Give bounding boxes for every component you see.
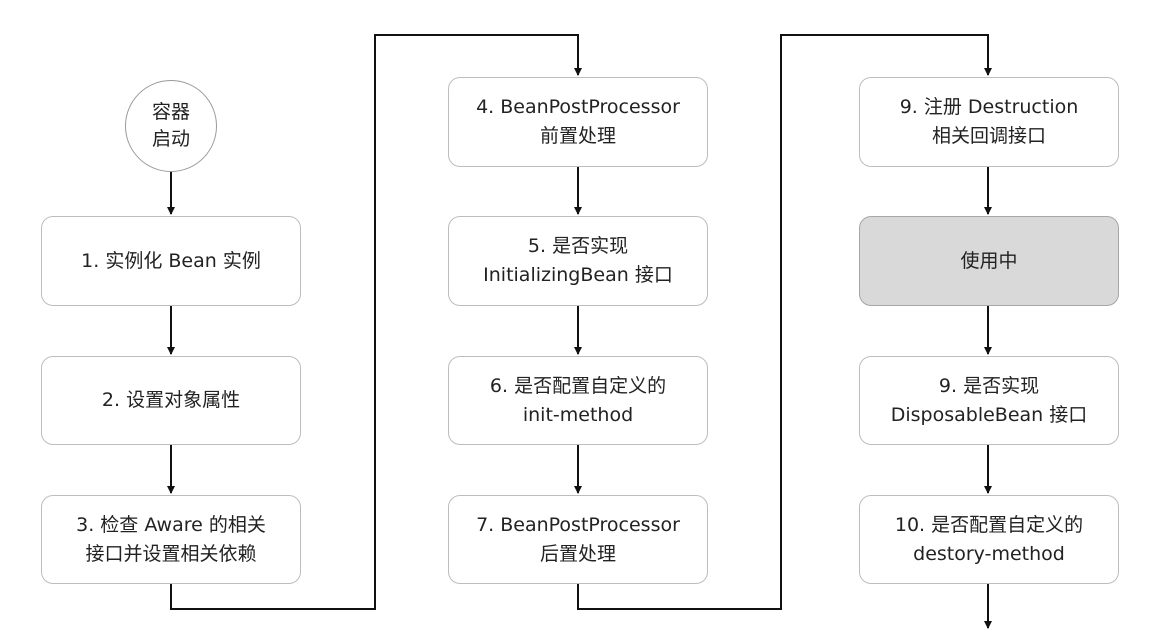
in-use-label: 使用中 bbox=[960, 249, 1018, 272]
arrow-step7-to-step9a bbox=[577, 34, 992, 610]
step-6-init-method: 6. 是否配置自定义的 init-method bbox=[448, 356, 708, 445]
container-start-label: 容器 启动 bbox=[151, 101, 190, 150]
in-use-node: 使用中 bbox=[859, 216, 1119, 306]
step-5-label: 5. 是否实现 InitializingBean 接口 bbox=[483, 235, 673, 286]
step-4-postprocessor-before: 4. BeanPostProcessor 前置处理 bbox=[448, 77, 708, 167]
step-9-register-destruction: 9. 注册 Destruction 相关回调接口 bbox=[859, 77, 1119, 167]
step-6-label: 6. 是否配置自定义的 init-method bbox=[489, 374, 667, 426]
step-9-disposablebean: 9. 是否实现 DisposableBean 接口 bbox=[859, 356, 1119, 445]
step-3-label: 3. 检查 Aware 的相关 接口并设置相关依赖 bbox=[76, 513, 266, 565]
container-start-node: 容器 启动 bbox=[125, 80, 217, 172]
step-9a-label: 9. 注册 Destruction 相关回调接口 bbox=[899, 96, 1079, 147]
step-4-label: 4. BeanPostProcessor 前置处理 bbox=[476, 96, 680, 147]
step-1-label: 1. 实例化 Bean 实例 bbox=[81, 249, 261, 272]
step-2-label: 2. 设置对象属性 bbox=[101, 389, 241, 411]
step-3-check-aware: 3. 检查 Aware 的相关 接口并设置相关依赖 bbox=[41, 495, 301, 584]
step-5-initializingbean: 5. 是否实现 InitializingBean 接口 bbox=[448, 216, 708, 306]
step-10-label: 10. 是否配置自定义的 destory-method bbox=[894, 513, 1084, 565]
step-7-label: 7. BeanPostProcessor 后置处理 bbox=[476, 513, 680, 565]
arrow-step3-to-step4 bbox=[170, 34, 582, 610]
step-9b-label: 9. 是否实现 DisposableBean 接口 bbox=[890, 374, 1088, 426]
step-10-destroy-method: 10. 是否配置自定义的 destory-method bbox=[859, 495, 1119, 584]
step-2-set-properties: 2. 设置对象属性 bbox=[41, 356, 301, 445]
step-7-postprocessor-after: 7. BeanPostProcessor 后置处理 bbox=[448, 495, 708, 584]
step-1-instantiate-bean: 1. 实例化 Bean 实例 bbox=[41, 216, 301, 306]
